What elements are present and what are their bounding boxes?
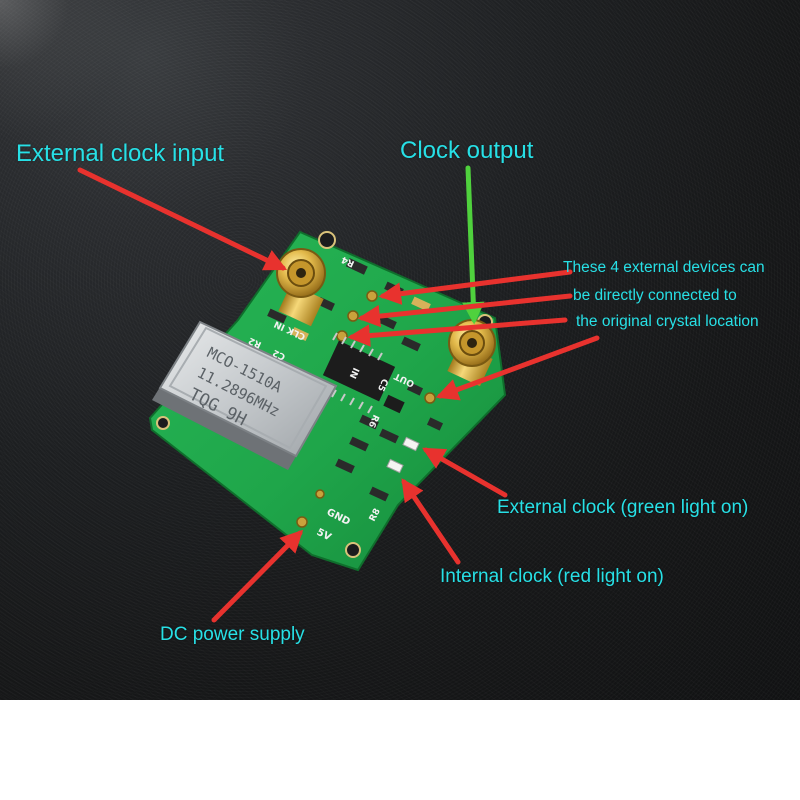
sma-connector-input — [276, 248, 326, 327]
label-external-devices-line2: be directly connected to — [573, 287, 737, 304]
label-external-devices-line3: the original crystal location — [576, 313, 759, 330]
annotation-arrows — [77, 165, 600, 623]
crystal-oscillator — [152, 320, 338, 470]
arrow-external-clock-input — [77, 167, 288, 271]
label-external-clock-input: External clock input — [16, 140, 225, 167]
silk-c5: C5 — [375, 377, 390, 393]
arrow-device-1 — [378, 269, 573, 305]
label-dc-power-supply: DC power supply — [160, 624, 305, 645]
silk-in: IN — [347, 366, 361, 380]
arrow-internal-clock-led — [401, 478, 461, 565]
arrow-device-4 — [435, 335, 600, 401]
label-internal-clock-red: Internal clock (red light on) — [440, 566, 664, 587]
label-external-clock-green: External clock (green light on) — [497, 497, 749, 518]
silk-c2: C2 — [271, 347, 287, 362]
label-clock-output: Clock output — [400, 137, 534, 164]
arrow-dc-power — [211, 529, 304, 623]
sot-transistor — [383, 394, 405, 414]
solder-pads — [296, 290, 436, 528]
arrow-device-2 — [357, 293, 573, 328]
sma-connector-output — [447, 319, 496, 387]
status-leds — [386, 436, 420, 474]
arrow-external-clock-led — [422, 447, 508, 498]
corner-reflection — [0, 0, 140, 140]
label-external-devices-line1: These 4 external devices can — [563, 259, 765, 276]
arrow-clock-output — [462, 165, 485, 325]
arrow-device-3 — [347, 317, 568, 347]
